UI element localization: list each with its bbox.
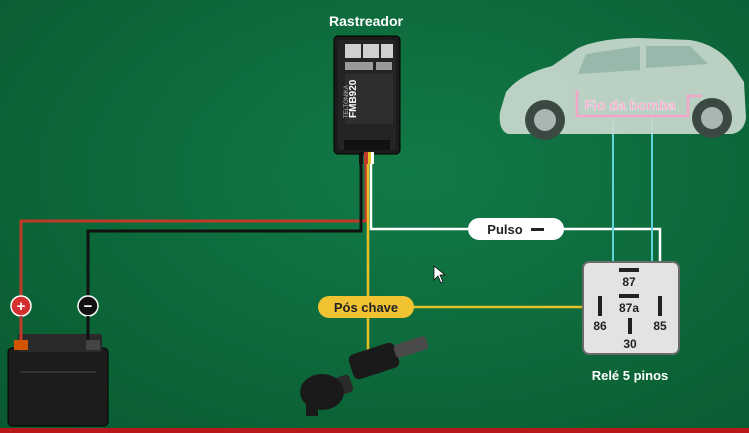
car-icon: [499, 38, 746, 140]
relay-pin-30: 30: [623, 337, 637, 351]
mouse-cursor-icon: [433, 265, 446, 284]
tracker-title: Rastreador: [329, 13, 403, 29]
tracker-model-label: FMB920: [348, 79, 359, 118]
ignition-badge: [318, 296, 414, 318]
tracker-device-icon: [333, 35, 401, 164]
relay-pin-85: 85: [653, 319, 667, 333]
ignition-label: Pós chave: [334, 300, 398, 315]
battery-positive-symbol: +: [17, 298, 26, 315]
pulse-badge: [468, 218, 564, 240]
wire-black-ground: [86, 160, 363, 300]
battery-icon: [7, 334, 109, 427]
wire-pink-pump: [575, 90, 702, 118]
relay-icon: [582, 261, 680, 355]
bottom-progress-bar: [0, 428, 749, 433]
relay-pin-87: 87: [622, 275, 636, 289]
battery-negative-symbol: −: [84, 298, 93, 315]
pulse-label: Pulso: [487, 222, 522, 237]
ignition-key-icon: [300, 336, 429, 416]
relay-title: Relé 5 pinos: [592, 368, 669, 383]
pump-wire-label: Fio da bomba: [585, 97, 676, 113]
wire-red-positive: [19, 160, 368, 300]
relay-pin-86: 86: [593, 319, 607, 333]
tracker-brand-label: TELTONIKA: [344, 85, 350, 118]
relay-pin-87a: 87a: [619, 301, 639, 315]
